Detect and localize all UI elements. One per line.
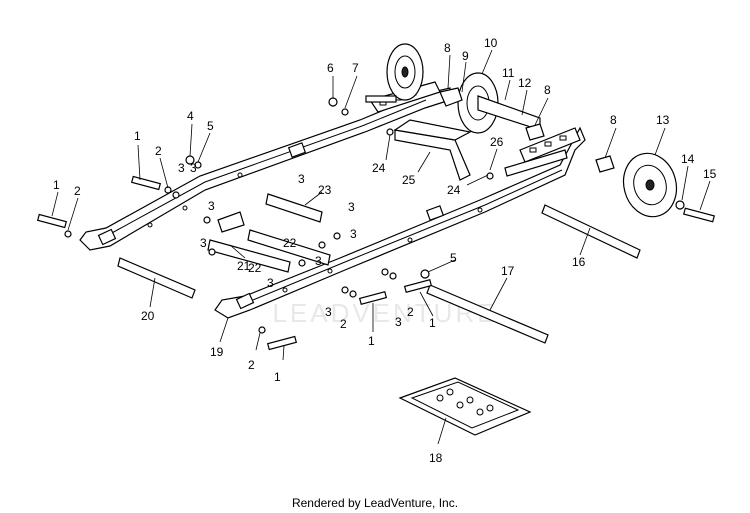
callout-18: 18 [429, 451, 443, 465]
callout-3: 3 [190, 161, 197, 175]
rear-idler-wheel-outer [457, 72, 541, 134]
callouts: 1 1 1 1 1 2 2 2 2 2 3 3 3 3 3 3 3 3 3 3 … [53, 36, 717, 465]
callout-3: 3 [315, 254, 322, 268]
callout-23: 23 [318, 183, 332, 197]
callout-1: 1 [368, 334, 375, 348]
right-rail [214, 126, 586, 319]
rear-cross-brace [393, 119, 472, 181]
callout-2: 2 [340, 317, 347, 331]
callout-3: 3 [200, 236, 207, 250]
callout-2: 2 [407, 305, 414, 319]
callout-21: 21 [237, 259, 251, 273]
callout-15: 15 [703, 167, 717, 181]
callout-14: 14 [681, 152, 695, 166]
callout-8: 8 [610, 113, 617, 127]
callout-3: 3 [350, 227, 357, 241]
callout-26: 26 [490, 135, 504, 149]
callout-22: 22 [248, 261, 262, 275]
fasteners [36, 95, 716, 351]
callout-11: 11 [502, 66, 515, 80]
left-rail [79, 81, 451, 251]
callout-5: 5 [450, 251, 457, 265]
callout-2: 2 [248, 358, 255, 372]
leader-lines [51, 49, 711, 445]
callout-17: 17 [501, 264, 515, 278]
callout-3: 3 [325, 305, 332, 319]
callout-3: 3 [348, 200, 355, 214]
cross-shafts [117, 149, 641, 344]
callout-8: 8 [544, 83, 551, 97]
callout-9: 9 [462, 49, 469, 63]
callout-24: 24 [372, 161, 386, 175]
callout-3: 3 [298, 172, 305, 186]
callout-7: 7 [352, 61, 359, 75]
callout-4: 4 [187, 109, 194, 123]
slide-plate [398, 377, 532, 436]
render-credit: Rendered by LeadVenture, Inc. [291, 496, 459, 510]
callout-10: 10 [484, 36, 498, 50]
callout-1: 1 [429, 316, 436, 330]
axle-spacer [439, 87, 463, 107]
callout-3: 3 [208, 199, 215, 213]
callout-19: 19 [210, 345, 224, 359]
callout-3: 3 [267, 276, 274, 290]
callout-3: 3 [178, 161, 185, 175]
callout-2: 2 [74, 184, 81, 198]
callout-1: 1 [274, 370, 281, 384]
callout-3: 3 [395, 315, 402, 329]
callout-8: 8 [444, 41, 451, 55]
rear-idler-wheel [386, 43, 424, 101]
callout-24: 24 [447, 183, 461, 197]
callout-16: 16 [572, 255, 586, 269]
callout-25: 25 [402, 173, 416, 187]
callout-2: 2 [155, 144, 162, 158]
callout-1: 1 [134, 129, 141, 143]
callout-22: 22 [283, 236, 297, 250]
callout-6: 6 [327, 61, 334, 75]
callout-13: 13 [656, 113, 670, 127]
callout-1: 1 [53, 178, 60, 192]
callout-5: 5 [207, 119, 214, 133]
callout-12: 12 [518, 76, 532, 90]
callout-20: 20 [141, 309, 155, 323]
front-idler-wheel [622, 152, 678, 218]
